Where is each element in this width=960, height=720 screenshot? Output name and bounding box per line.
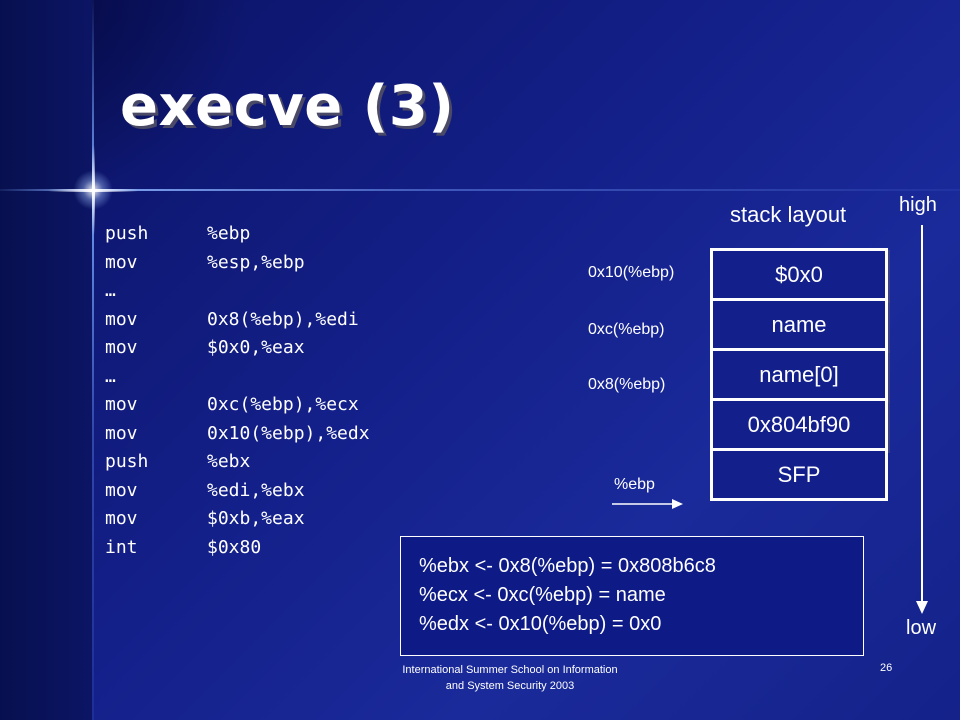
stack-cell: SFP (710, 448, 888, 501)
code-op: … (105, 280, 116, 301)
horizontal-accent-line (0, 189, 960, 191)
down-arrow-icon (916, 225, 928, 614)
stack-layout-title: stack layout (730, 202, 847, 227)
offset-label: 0x8(%ebp) (588, 376, 666, 393)
code-arg: 0xc(%ebp),%ecx (207, 394, 359, 415)
code-line: mov 0x8(%ebp),%edi (105, 306, 370, 335)
offset-label: 0xc(%ebp) (588, 321, 665, 338)
code-arg: %ebp (207, 223, 251, 244)
code-arg: 0x10(%ebp),%edx (207, 422, 370, 444)
page-number: 26 (880, 662, 893, 674)
result-line: %ebx <- 0x8(%ebp) = 0x808b6c8 (419, 555, 716, 577)
code-line: push %ebx (105, 448, 370, 477)
code-op: … (105, 365, 116, 387)
code-arg: $0xb,%eax (207, 508, 305, 529)
left-band (0, 0, 92, 720)
code-arg: %esp,%ebp (207, 251, 305, 273)
code-arg: $0x80 (207, 536, 262, 558)
footer-text: International Summer School on Informati… (360, 662, 660, 694)
ebp-pointer-label: %ebp (614, 476, 655, 493)
code-line: mov %esp,%ebp (105, 249, 370, 278)
stack-cell: name[0] (710, 348, 888, 401)
code-op: mov (105, 394, 138, 415)
code-op: mov (105, 337, 138, 358)
assembly-code: push %ebp mov %esp,%ebp … mov 0x8(%ebp),%ed… (105, 220, 370, 562)
code-arg: 0x8(%ebp),%edi (207, 308, 359, 330)
low-label: low (906, 617, 937, 639)
code-line: mov $0xb,%eax (105, 505, 370, 534)
code-op: push (105, 451, 149, 472)
right-arrow-icon (612, 499, 683, 509)
code-line: mov 0x10(%ebp),%edx (105, 420, 370, 449)
result-line: %edx <- 0x10(%ebp) = 0x0 (419, 613, 662, 635)
footer-line: and System Security 2003 (445, 680, 575, 692)
register-result-box: %ebx <- 0x8(%ebp) = 0x808b6c8 %ecx <- 0x… (400, 536, 864, 656)
footer-line: International Summer School on Informati… (402, 664, 618, 676)
code-line: … (105, 363, 370, 392)
code-op: mov (105, 508, 138, 529)
stack-cell: name (710, 298, 888, 351)
code-line: int $0x80 (105, 534, 370, 563)
high-label: high (899, 194, 937, 216)
result-line: %ecx <- 0xc(%ebp) = name (419, 584, 666, 606)
offset-label: 0x10(%ebp) (588, 264, 675, 281)
code-line: push %ebp (105, 220, 370, 249)
slide-title: execve (3) (120, 74, 455, 139)
code-line: mov $0x0,%eax (105, 334, 370, 363)
code-line: … (105, 277, 370, 306)
code-op: mov (105, 308, 138, 330)
code-op: int (105, 536, 138, 558)
code-line: mov %edi,%ebx (105, 477, 370, 506)
code-op: mov (105, 251, 138, 273)
code-arg: $0x0,%eax (207, 337, 305, 358)
code-op: mov (105, 479, 138, 501)
code-arg: %edi,%ebx (207, 479, 305, 501)
code-arg: %ebx (207, 451, 251, 472)
code-line: mov 0xc(%ebp),%ecx (105, 391, 370, 420)
stack-cell: $0x0 (710, 248, 888, 301)
code-op: push (105, 223, 149, 244)
stack-cell: 0x804bf90 (710, 398, 888, 451)
stack-diagram: $0x0 name name[0] 0x804bf90 SFP (710, 248, 888, 501)
vertical-accent-line (92, 0, 94, 720)
code-op: mov (105, 422, 138, 444)
